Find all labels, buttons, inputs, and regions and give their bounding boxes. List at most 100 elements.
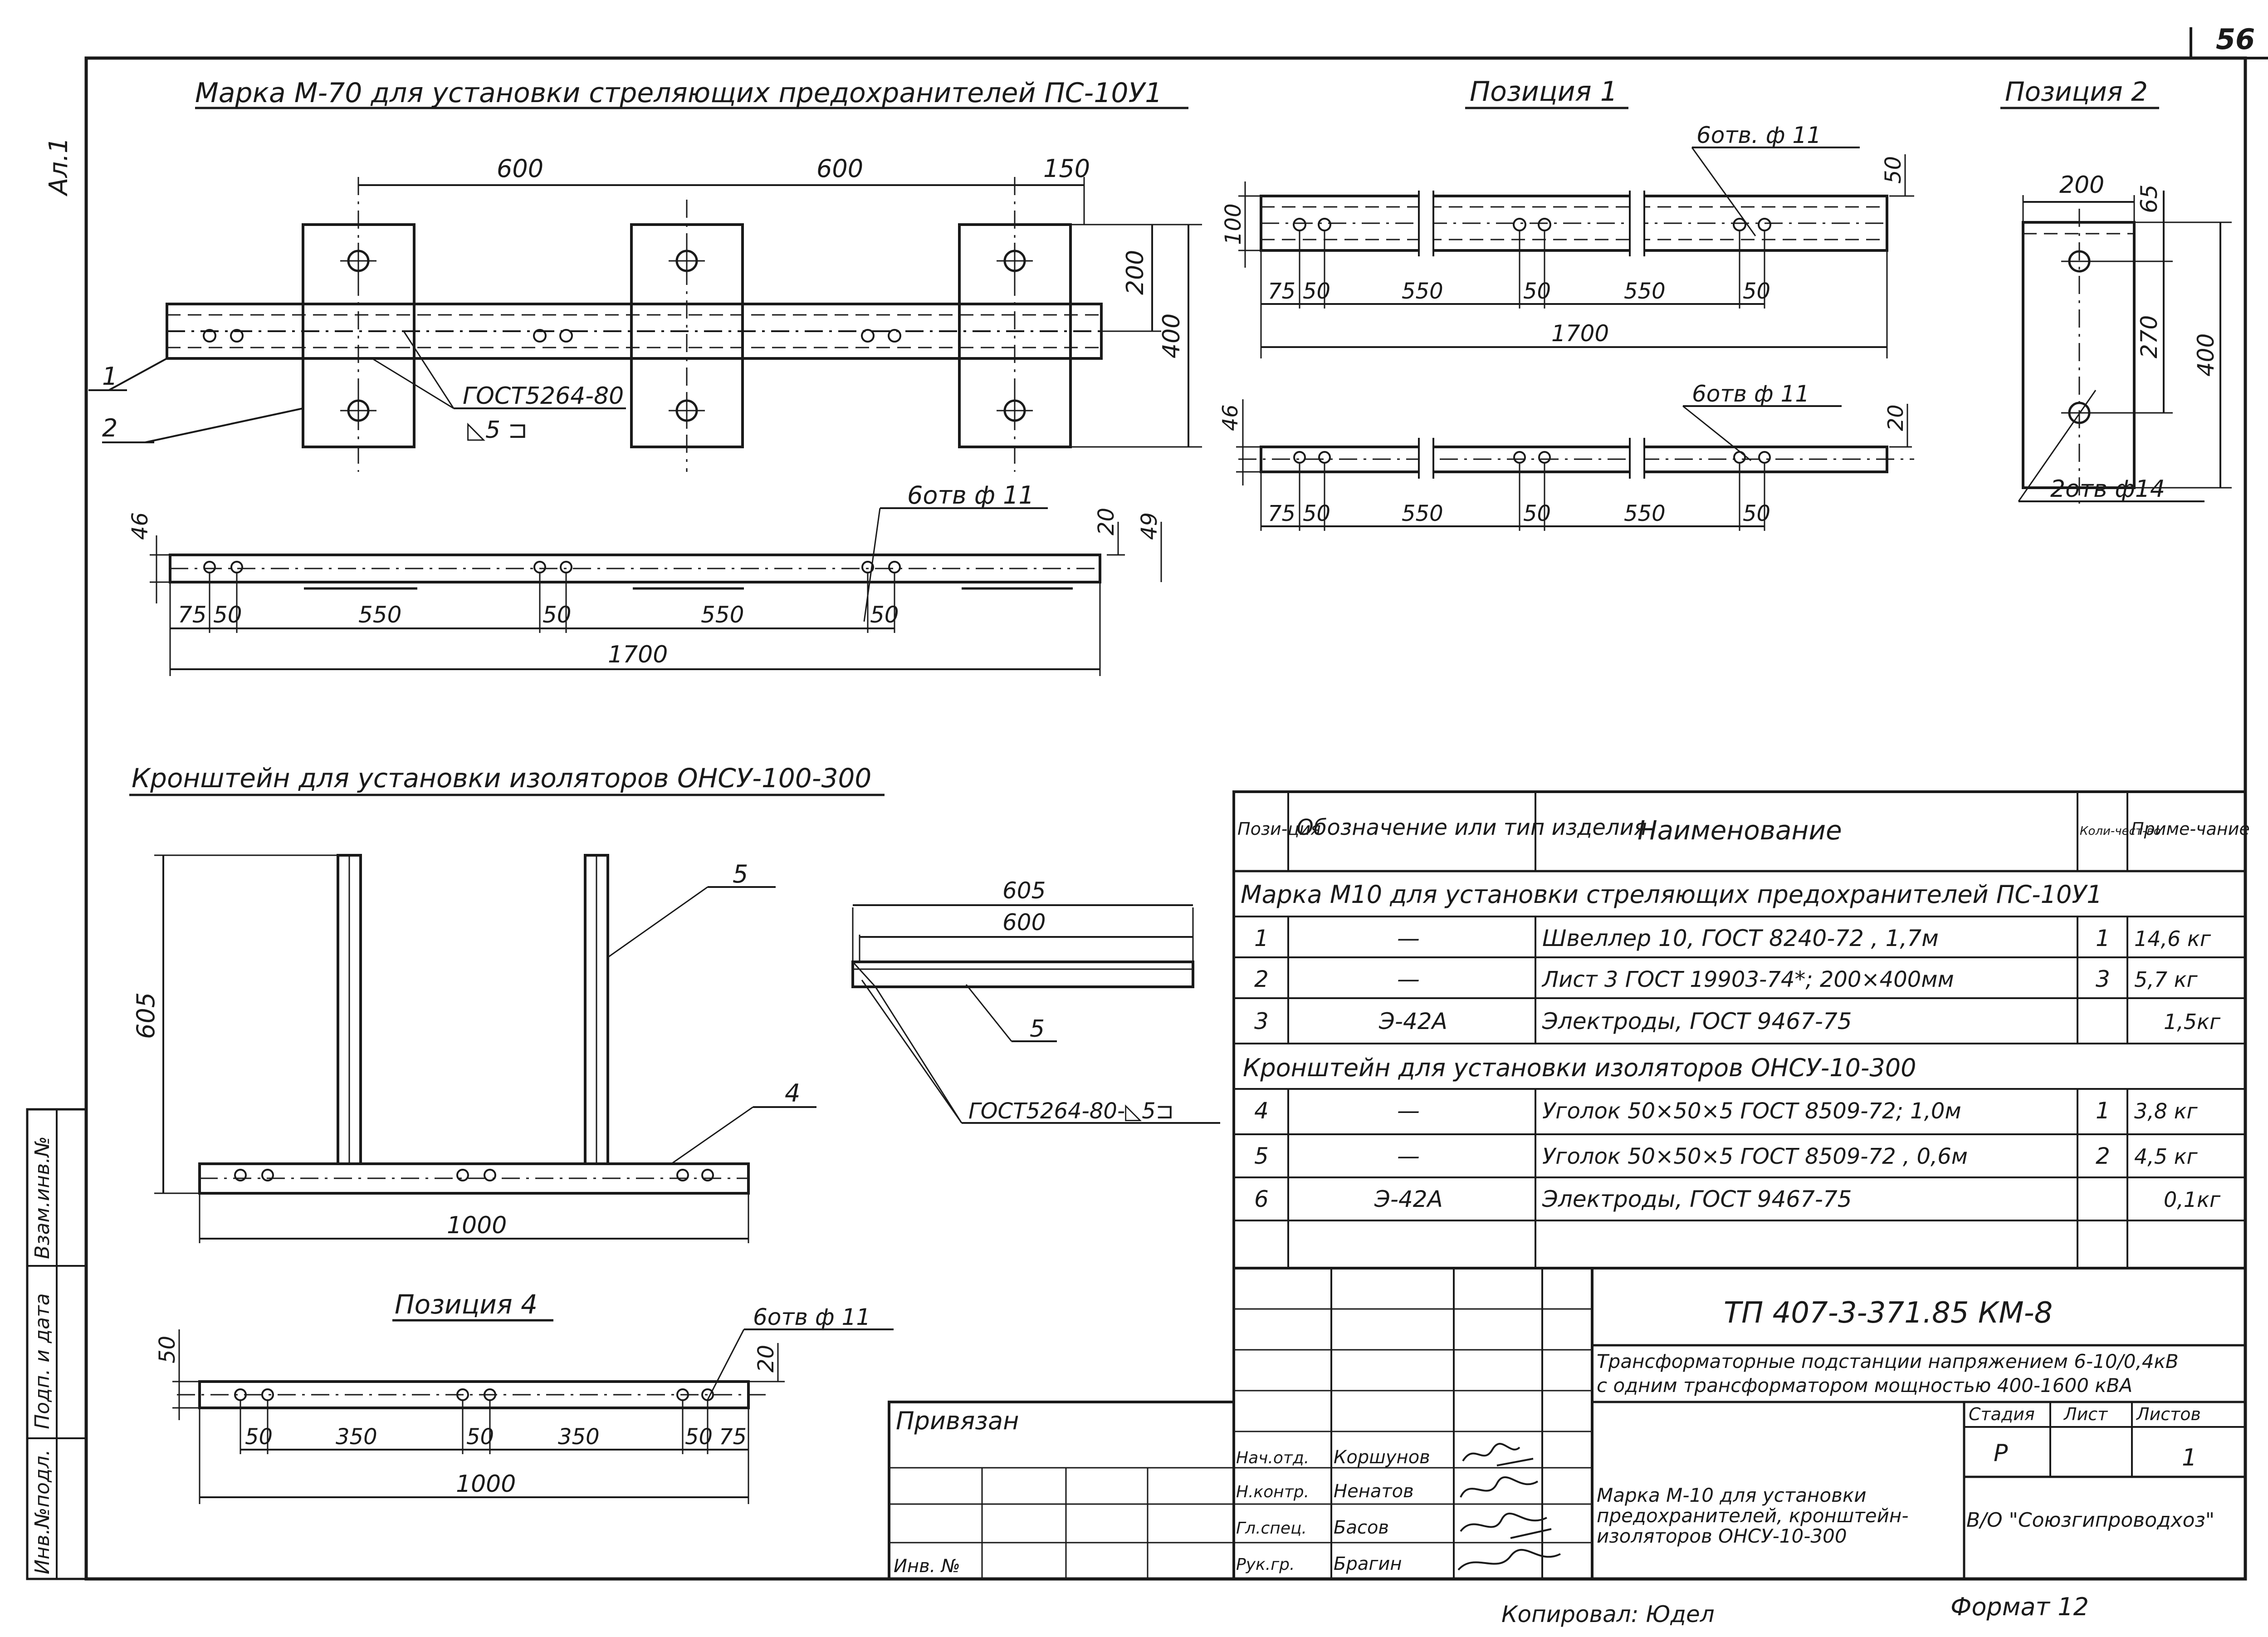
tb-name-1: Коршунов	[1334, 1447, 1430, 1468]
tb-role-4: Рук.гр.	[1236, 1555, 1295, 1574]
title-block: Привязан Инв. № ТП 407-3-371.85 КМ-8 Тра…	[888, 1267, 2247, 1580]
bracket-dim-605: 605	[132, 992, 160, 1039]
bracket-detail-605: 605	[1002, 877, 1046, 904]
m70-dim-50c: 50	[870, 602, 899, 628]
tb-role-2: Н.контр.	[1236, 1483, 1309, 1501]
m70-dim-49: 49	[1137, 512, 1162, 540]
tb-project-line1: Трансформаторные подстанции напряжением …	[1597, 1350, 2179, 1372]
m70-dim-400: 400	[1158, 314, 1185, 358]
copied-by: Копировал: Юдел	[1501, 1601, 1715, 1627]
m70-dim-600b: 600	[816, 154, 863, 183]
pos4-dim-50b: 50	[466, 1424, 494, 1450]
m70-dim-200: 200	[1122, 250, 1149, 295]
spec-header-qty: Коли-чест-во	[2080, 824, 2161, 838]
signature-1	[1462, 1443, 1534, 1466]
pos2-dim-400: 400	[2193, 333, 2219, 377]
spec-row1-name: Швеллер 10, ГОСТ 8240-72 , 1,7м	[1542, 925, 1939, 951]
spec-row2-qty: 3	[2096, 966, 2110, 992]
tb-doc-title-3: изоляторов ОНСУ-10-300	[1597, 1525, 1847, 1547]
tb-inv-label: Инв. №	[894, 1556, 960, 1577]
spec-row5-pos: 5	[1254, 1143, 1269, 1169]
spec-row1-designation: —	[1397, 925, 1420, 951]
signature-4	[1457, 1549, 1561, 1571]
pos1-r2-75: 75	[1268, 501, 1295, 526]
pos2-title: Позиция 2	[2005, 76, 2148, 107]
tb-bound-label: Привязан	[896, 1407, 1019, 1435]
pos1-r2-550a: 550	[1402, 501, 1443, 526]
spec-header-note: Приме-чание	[2131, 819, 2250, 839]
tb-name-3: Басов	[1334, 1517, 1389, 1538]
spec-section-bracket: Кронштейн для установки изоляторов ОНСУ-…	[1243, 1054, 1916, 1082]
bracket-leader-5: 5	[733, 860, 748, 888]
pos2-dim-270: 270	[2136, 315, 2162, 358]
pos4-dim-350b: 350	[558, 1424, 600, 1450]
pos4-holes: 6отв ф 11	[753, 1304, 870, 1330]
spec-header-designation: Обозначение или тип изделия	[1296, 815, 1647, 840]
pos1-r1-50c: 50	[1743, 279, 1770, 304]
tb-sheets-value: 1	[2182, 1444, 2197, 1471]
spec-row2-note: 5,7 кг	[2134, 967, 2198, 992]
pos1-r2-50b: 50	[1523, 501, 1551, 526]
m70-dim-1700: 1700	[608, 641, 668, 668]
stamp-replace-label: Взам.инв.№	[31, 1136, 54, 1259]
pos1-r2-550b: 550	[1624, 501, 1666, 526]
spec-row2-name: Лист 3 ГОСТ 19903-74*; 200×400мм	[1541, 967, 1954, 992]
pos4-title: Позиция 4	[395, 1289, 538, 1320]
pos1-r1-550a: 550	[1402, 279, 1443, 304]
tb-sheet-label: Лист	[2063, 1404, 2108, 1424]
bracket-detail-600: 600	[1002, 909, 1046, 936]
tb-project-line2: с одним трансформатором мощностью 400-16…	[1597, 1374, 2132, 1397]
bracket-drawing: Кронштейн для установки изоляторов ОНСУ-…	[129, 763, 1220, 1243]
m70-holes-note: 6отв ф 11	[907, 481, 1034, 510]
signature-3	[1460, 1513, 1552, 1539]
pos4-dim-1000: 1000	[456, 1470, 516, 1498]
m70-dim-550b: 550	[701, 602, 744, 628]
tb-doc-title-2: предохранителей, кронштейн-	[1597, 1505, 1909, 1527]
spec-row6-designation: Э-42А	[1374, 1186, 1443, 1212]
bracket-dim-1000: 1000	[447, 1212, 507, 1239]
page-number: 56	[2216, 23, 2255, 56]
spec-row2-designation: —	[1397, 966, 1420, 992]
tb-doc-title-1: Марка М-10 для установки	[1597, 1484, 1867, 1506]
tb-code: ТП 407-3-371.85 КМ-8	[1724, 1296, 2053, 1330]
pos1-r1-75: 75	[1268, 279, 1295, 304]
pos1-holes-bottom: 6отв ф 11	[1692, 381, 1809, 407]
pos4-dim-75: 75	[719, 1424, 747, 1450]
pos2-dim-200: 200	[2059, 172, 2104, 199]
spec-row2-pos: 2	[1254, 966, 1269, 992]
bracket-title: Кронштейн для установки изоляторов ОНСУ-…	[132, 763, 871, 794]
m70-dim-50b: 50	[543, 602, 572, 628]
pos1-r1-50b: 50	[1523, 279, 1551, 304]
m70-dim-150: 150	[1043, 154, 1090, 183]
pos1-dim-46: 46	[1218, 404, 1242, 431]
spec-row4-note: 3,8 кг	[2134, 1099, 2198, 1123]
signature-2	[1460, 1476, 1539, 1498]
spec-row4-qty: 1	[2096, 1098, 2110, 1124]
spec-row6-pos: 6	[1254, 1186, 1269, 1212]
m70-drawing: Марка М-70 для установки стреляющих пред…	[88, 77, 1202, 676]
pos1-holes-top: 6отв. ф 11	[1696, 122, 1821, 148]
spec-row5-note: 4,5 кг	[2134, 1144, 2198, 1169]
pos1-dim-20: 20	[1883, 404, 1908, 431]
m70-dim-600a: 600	[497, 154, 543, 183]
tb-stage-value: Р	[1994, 1440, 2008, 1467]
pos1-r1-550b: 550	[1624, 279, 1666, 304]
m70-weld-std: ГОСТ5264-80	[463, 382, 624, 410]
pos4-dim-50c: 50	[685, 1424, 713, 1450]
tb-stage-label: Стадия	[1969, 1404, 2035, 1424]
spec-row5-qty: 2	[2096, 1143, 2110, 1169]
m70-dim-550a: 550	[358, 602, 401, 628]
pos1-title: Позиция 1	[1470, 76, 1618, 108]
bracket-leader-4: 4	[785, 1079, 800, 1108]
m70-dim-50a: 50	[213, 602, 242, 628]
spec-row5-name: Уголок 50×50×5 ГОСТ 8509-72 , 0,6м	[1542, 1144, 1968, 1169]
format-label: Формат 12	[1950, 1593, 2089, 1621]
pos1-r1-50a: 50	[1303, 279, 1330, 304]
spec-row3-pos: 3	[1254, 1008, 1269, 1034]
album-label: Ал.1	[44, 137, 73, 196]
pos1-r2-50a: 50	[1303, 501, 1330, 526]
pos4-dim-50: 50	[155, 1336, 180, 1363]
bracket-detail-leader-5: 5	[1030, 1015, 1045, 1043]
m70-dim-20: 20	[1094, 508, 1119, 535]
